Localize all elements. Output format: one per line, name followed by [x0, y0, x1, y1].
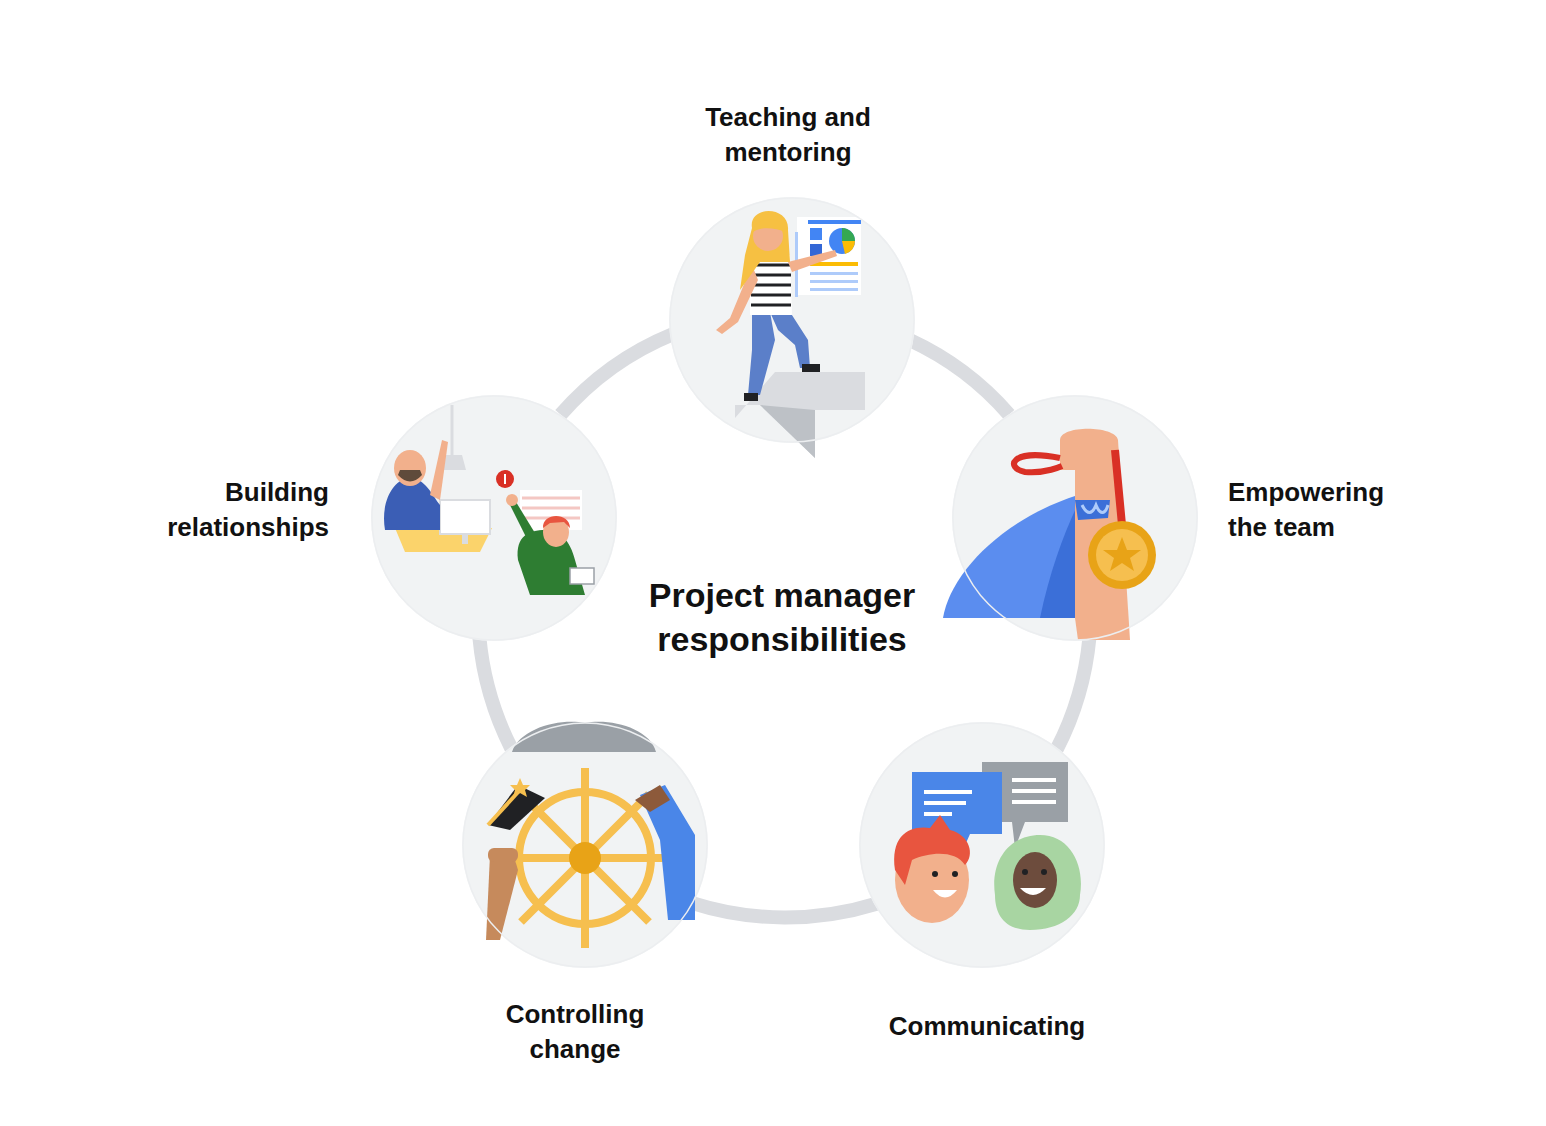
circle-grounds [371, 197, 1198, 968]
empowering-illustration [943, 429, 1156, 640]
circle-outline [669, 197, 915, 443]
responsibility-label: Empowering the team [1228, 475, 1406, 545]
responsibility-circle: Communicating [859, 722, 1105, 968]
circle-outline [859, 722, 1105, 968]
ring-arc [910, 340, 1009, 414]
building-relationships-illustration [384, 405, 594, 595]
responsibility-label: Communicating [872, 1009, 1102, 1044]
ring-arc [1057, 638, 1090, 750]
responsibility-label: Controlling change [486, 997, 664, 1067]
responsibility-label: Teaching and mentoring [688, 100, 888, 170]
responsibility-circle: Building relationships [371, 395, 617, 641]
diagram-title: Project manager responsibilities [622, 573, 942, 661]
circle-outline [462, 722, 708, 968]
responsibility-circle: Empowering the team [952, 395, 1198, 641]
responsibility-label: Building relationships [133, 475, 329, 545]
ring-arc [479, 638, 511, 749]
communicating-illustration [894, 762, 1081, 930]
teaching-illustration [716, 211, 865, 458]
ring-arc [561, 334, 674, 415]
responsibility-circle: Teaching and mentoring [669, 197, 915, 443]
ring-arc [692, 903, 877, 918]
circle-outline [371, 395, 617, 641]
circle-outline [952, 395, 1198, 641]
controlling-change-illustration [486, 722, 695, 948]
responsibility-circle: Controlling change [462, 722, 708, 968]
